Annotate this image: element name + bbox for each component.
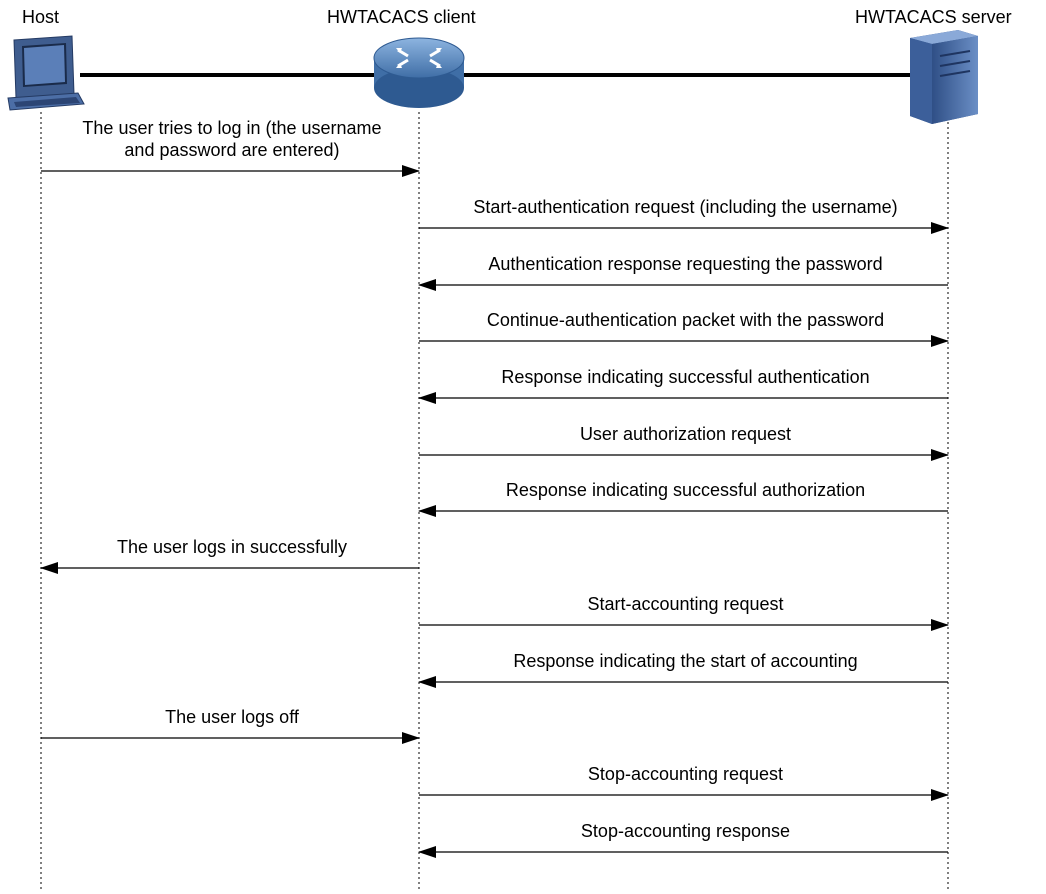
- server-icon: [910, 30, 978, 124]
- message-label-11: The user logs off: [165, 706, 299, 728]
- message-label-8: The user logs in successfully: [117, 536, 347, 558]
- message-label-line: and password are entered): [124, 140, 340, 160]
- message-label-line: The user tries to log in (the username: [82, 118, 382, 138]
- message-label-line: Response indicating the start of account…: [513, 651, 858, 671]
- message-label-line: User authorization request: [579, 424, 792, 444]
- message-label-3: Authentication response requesting the p…: [488, 253, 882, 275]
- message-label-line: Response indicating successful authoriza…: [505, 480, 866, 500]
- host-computer-icon: [7, 35, 85, 111]
- message-label-line: Response indicating successful authentic…: [501, 367, 870, 387]
- participant-label-server: HWTACACS server: [855, 7, 1012, 27]
- message-label-13: Stop-accounting response: [581, 820, 790, 842]
- participant-label-client: HWTACACS client: [327, 7, 476, 27]
- message-arrows: [40, 165, 949, 858]
- message-label-line: Stop-accounting request: [587, 764, 784, 784]
- message-label-10: Response indicating the start of account…: [513, 650, 857, 672]
- message-label-2: Start-authentication request (including …: [473, 196, 897, 218]
- message-label-4: Continue-authentication packet with the …: [487, 309, 884, 331]
- message-label-6: User authorization request: [580, 423, 791, 445]
- message-label-9: Start-accounting request: [587, 593, 783, 615]
- message-label-line: Start-accounting request: [587, 594, 784, 614]
- message-label-line: The user logs off: [165, 707, 299, 727]
- message-label-line: The user logs in successfully: [116, 537, 348, 557]
- participant-label-host: Host: [22, 7, 60, 27]
- message-label-line: Continue-authentication packet with the …: [486, 310, 885, 330]
- message-label-7: Response indicating successful authoriza…: [506, 479, 865, 501]
- router-icon: [373, 37, 465, 108]
- message-label-line: Authentication response requesting the p…: [488, 254, 883, 274]
- message-label-line: Start-authentication request (including …: [473, 197, 898, 217]
- message-label-12: Stop-accounting request: [588, 763, 783, 785]
- message-label-line: Stop-accounting response: [580, 821, 791, 841]
- message-label-5: Response indicating successful authentic…: [501, 366, 869, 388]
